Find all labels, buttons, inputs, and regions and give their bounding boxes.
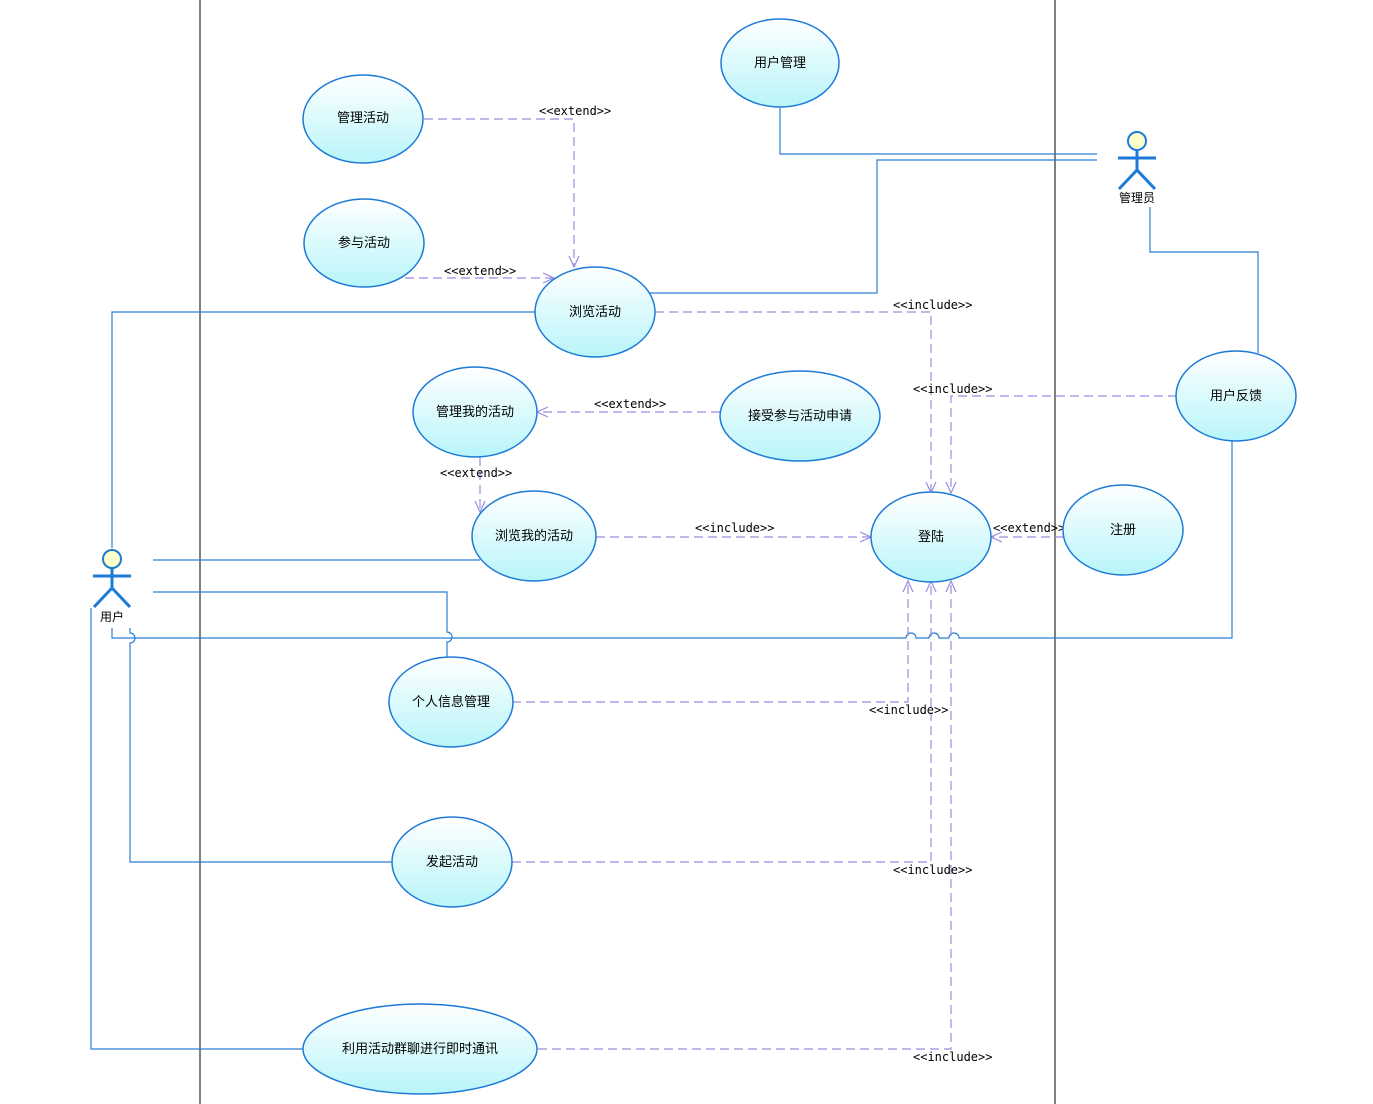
- actor-user[interactable]: 用户: [92, 549, 132, 624]
- use-case-group-chat[interactable]: 利用活动群聊进行即时通讯: [302, 1003, 538, 1095]
- label-extend-join-activity: <<extend>>: [444, 264, 516, 278]
- use-case-label: 个人信息管理: [412, 694, 490, 710]
- user-actor-icon: [92, 549, 132, 609]
- use-case-user-feedback[interactable]: 用户反馈: [1175, 350, 1297, 442]
- use-case-manage-my-activity[interactable]: 管理我的活动: [412, 366, 538, 458]
- assoc-user-personal-info[interactable]: [153, 591, 453, 658]
- dep-personal-info-include[interactable]: [512, 581, 908, 703]
- use-case-accept-join-request[interactable]: 接受参与活动申请: [719, 370, 881, 462]
- use-case-user-management[interactable]: 用户管理: [720, 18, 840, 108]
- label-include-personal-info: <<include>>: [869, 703, 948, 717]
- dep-start-activity-include[interactable]: [512, 581, 931, 863]
- dep-browse-activity-include[interactable]: [655, 311, 931, 493]
- actor-user-label: 用户: [100, 609, 124, 624]
- use-case-label: 发起活动: [426, 854, 478, 870]
- assoc-browse-activity-admin[interactable]: [650, 159, 1097, 294]
- use-case-label: 登陆: [918, 529, 944, 545]
- use-case-label: 管理活动: [337, 111, 389, 126]
- assoc-admin-feedback[interactable]: [1149, 207, 1259, 353]
- actor-admin-label: 管理员: [1119, 190, 1155, 205]
- use-case-label: 注册: [1110, 523, 1136, 538]
- assoc-user-start-activity[interactable]: [129, 628, 393, 863]
- label-include-user-feedback: <<include>>: [913, 382, 992, 396]
- label-extend-manage-my: <<extend>>: [440, 466, 512, 480]
- associations: [90, 108, 1259, 1050]
- use-case-register[interactable]: 注册: [1062, 484, 1184, 576]
- label-extend-accept-request: <<extend>>: [594, 397, 666, 411]
- use-case-label: 浏览活动: [569, 304, 621, 320]
- assoc-user-browse-activity[interactable]: [111, 311, 535, 548]
- use-case-label: 接受参与活动申请: [748, 408, 852, 424]
- assoc-user-feedback[interactable]: [111, 440, 1233, 639]
- assoc-user-management-admin[interactable]: [779, 108, 1097, 155]
- use-case-label: 参与活动: [338, 235, 390, 251]
- dep-manage-activity-extend[interactable]: [424, 118, 574, 267]
- label-include-start-activity: <<include>>: [893, 863, 972, 877]
- label-include-browse-my: <<include>>: [695, 521, 774, 535]
- use-case-join-activity[interactable]: 参与活动: [303, 198, 425, 288]
- use-case-label: 用户反馈: [1210, 388, 1262, 404]
- admin-actor-icon: [1117, 131, 1157, 191]
- use-case-start-activity[interactable]: 发起活动: [391, 816, 513, 908]
- label-include-group-chat: <<include>>: [913, 1050, 992, 1064]
- use-case-label: 用户管理: [754, 55, 806, 71]
- dependencies: [405, 118, 1177, 1050]
- dep-feedback-include[interactable]: [951, 395, 1177, 493]
- use-case-browse-my-activity[interactable]: 浏览我的活动: [471, 490, 597, 582]
- label-extend-manage-activity: <<extend>>: [539, 104, 611, 118]
- use-case-label: 管理我的活动: [436, 404, 514, 420]
- label-extend-register: <<extend>>: [993, 521, 1065, 535]
- assoc-user-group-chat[interactable]: [90, 608, 304, 1050]
- use-case-label: 利用活动群聊进行即时通讯: [342, 1042, 498, 1057]
- use-cases: 用户管理 管理活动 参与活动 浏览活动 管理我的活动 接受参与活动申请 浏览我的…: [302, 18, 1297, 1095]
- use-case-browse-activity[interactable]: 浏览活动: [534, 266, 656, 358]
- use-case-label: 浏览我的活动: [495, 528, 573, 544]
- use-case-personal-info[interactable]: 个人信息管理: [388, 656, 514, 748]
- stereotype-labels: <<extend>> <<extend>> <<include>> <<incl…: [440, 104, 1065, 1064]
- dep-group-chat-include[interactable]: [538, 581, 951, 1050]
- use-case-login[interactable]: 登陆: [870, 491, 992, 583]
- use-case-manage-activity[interactable]: 管理活动: [302, 74, 424, 164]
- label-include-browse-activity: <<include>>: [893, 298, 972, 312]
- actor-admin[interactable]: 管理员: [1117, 131, 1157, 205]
